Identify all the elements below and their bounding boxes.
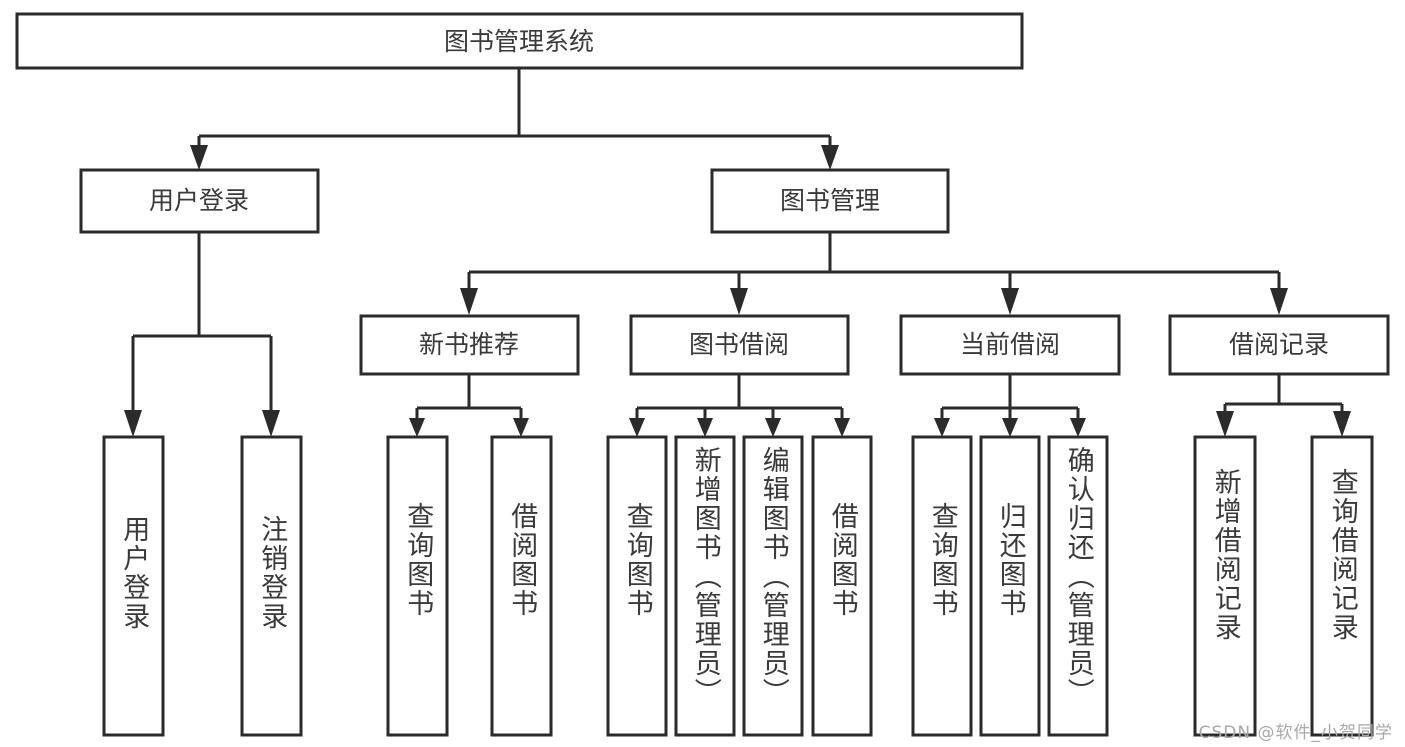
node-new-book-recommend-label: 新书推荐 — [419, 330, 519, 359]
node-user-login[interactable] — [79, 168, 320, 234]
node-book-borrow-label: 图书借阅 — [689, 330, 789, 359]
arrow-icon-to-borrow-record — [1270, 288, 1288, 315]
leaf-user-login-1[interactable] — [102, 435, 165, 737]
node-new-book-recommend[interactable] — [359, 314, 580, 376]
arrowheads-layer — [124, 145, 1351, 437]
leaf-book-borrow-1[interactable] — [606, 435, 668, 737]
arrow-icon-to-new-book — [460, 288, 478, 315]
csdn-watermark: CSDN @软件_小贺同学 — [1198, 723, 1393, 743]
leaf-current-borrow-2[interactable] — [979, 435, 1041, 737]
nodes-layer: 图书管理系统 用户登录 图书管理 新书推荐 图书借阅 当前借阅 借阅记录 — [15, 12, 1390, 737]
leaf-book-borrow-2[interactable] — [674, 435, 736, 737]
arrow-icon-currentborrow-leaf-2 — [1002, 418, 1018, 437]
arrow-icon-borrowrecord-leaf-1 — [1216, 411, 1234, 437]
arrow-icon-to-current-borrow — [1001, 288, 1019, 315]
arrow-icon-borrowrecord-leaf-2 — [1333, 411, 1351, 437]
arrow-icon-userlogin-leaf-2 — [262, 410, 280, 437]
node-root-label: 图书管理系统 — [444, 27, 594, 56]
leaf-new-book-1[interactable] — [386, 435, 449, 737]
arrow-icon-newbook-leaf-1 — [409, 418, 425, 437]
arrow-icon-to-user-login — [190, 145, 208, 170]
leaf-borrow-record-2[interactable] — [1310, 435, 1374, 737]
leaf-new-book-2[interactable] — [490, 435, 553, 737]
leaf-current-borrow-3[interactable] — [1047, 435, 1109, 737]
arrow-icon-to-book-manage — [821, 145, 839, 170]
leaf-borrow-record-1[interactable] — [1193, 435, 1257, 737]
arrow-icon-newbook-leaf-2 — [513, 418, 529, 437]
leaf-book-borrow-3[interactable] — [742, 435, 804, 737]
leaf-user-login-2[interactable] — [240, 435, 303, 737]
node-book-borrow[interactable] — [629, 314, 850, 376]
arrow-icon-currentborrow-leaf-3 — [1070, 418, 1086, 437]
arrow-icon-bookborrow-leaf-4 — [834, 418, 850, 437]
node-borrow-record-label: 借阅记录 — [1229, 330, 1329, 359]
arrow-icon-to-book-borrow — [730, 288, 748, 315]
arrow-icon-userlogin-leaf-1 — [124, 410, 142, 437]
arrow-icon-bookborrow-leaf-2 — [697, 418, 713, 437]
node-current-borrow[interactable] — [899, 314, 1121, 376]
node-book-manage-label: 图书管理 — [780, 186, 880, 215]
arrow-icon-bookborrow-leaf-1 — [629, 418, 645, 437]
node-book-manage[interactable] — [710, 168, 950, 234]
node-root[interactable] — [15, 12, 1024, 70]
node-current-borrow-label: 当前借阅 — [960, 330, 1060, 359]
arrow-icon-currentborrow-leaf-1 — [934, 418, 950, 437]
arrow-icon-bookborrow-leaf-3 — [765, 418, 781, 437]
node-user-login-label: 用户登录 — [149, 186, 249, 215]
leaf-book-borrow-4[interactable] — [811, 435, 873, 737]
leaf-current-borrow-1[interactable] — [911, 435, 973, 737]
node-borrow-record[interactable] — [1168, 314, 1390, 376]
